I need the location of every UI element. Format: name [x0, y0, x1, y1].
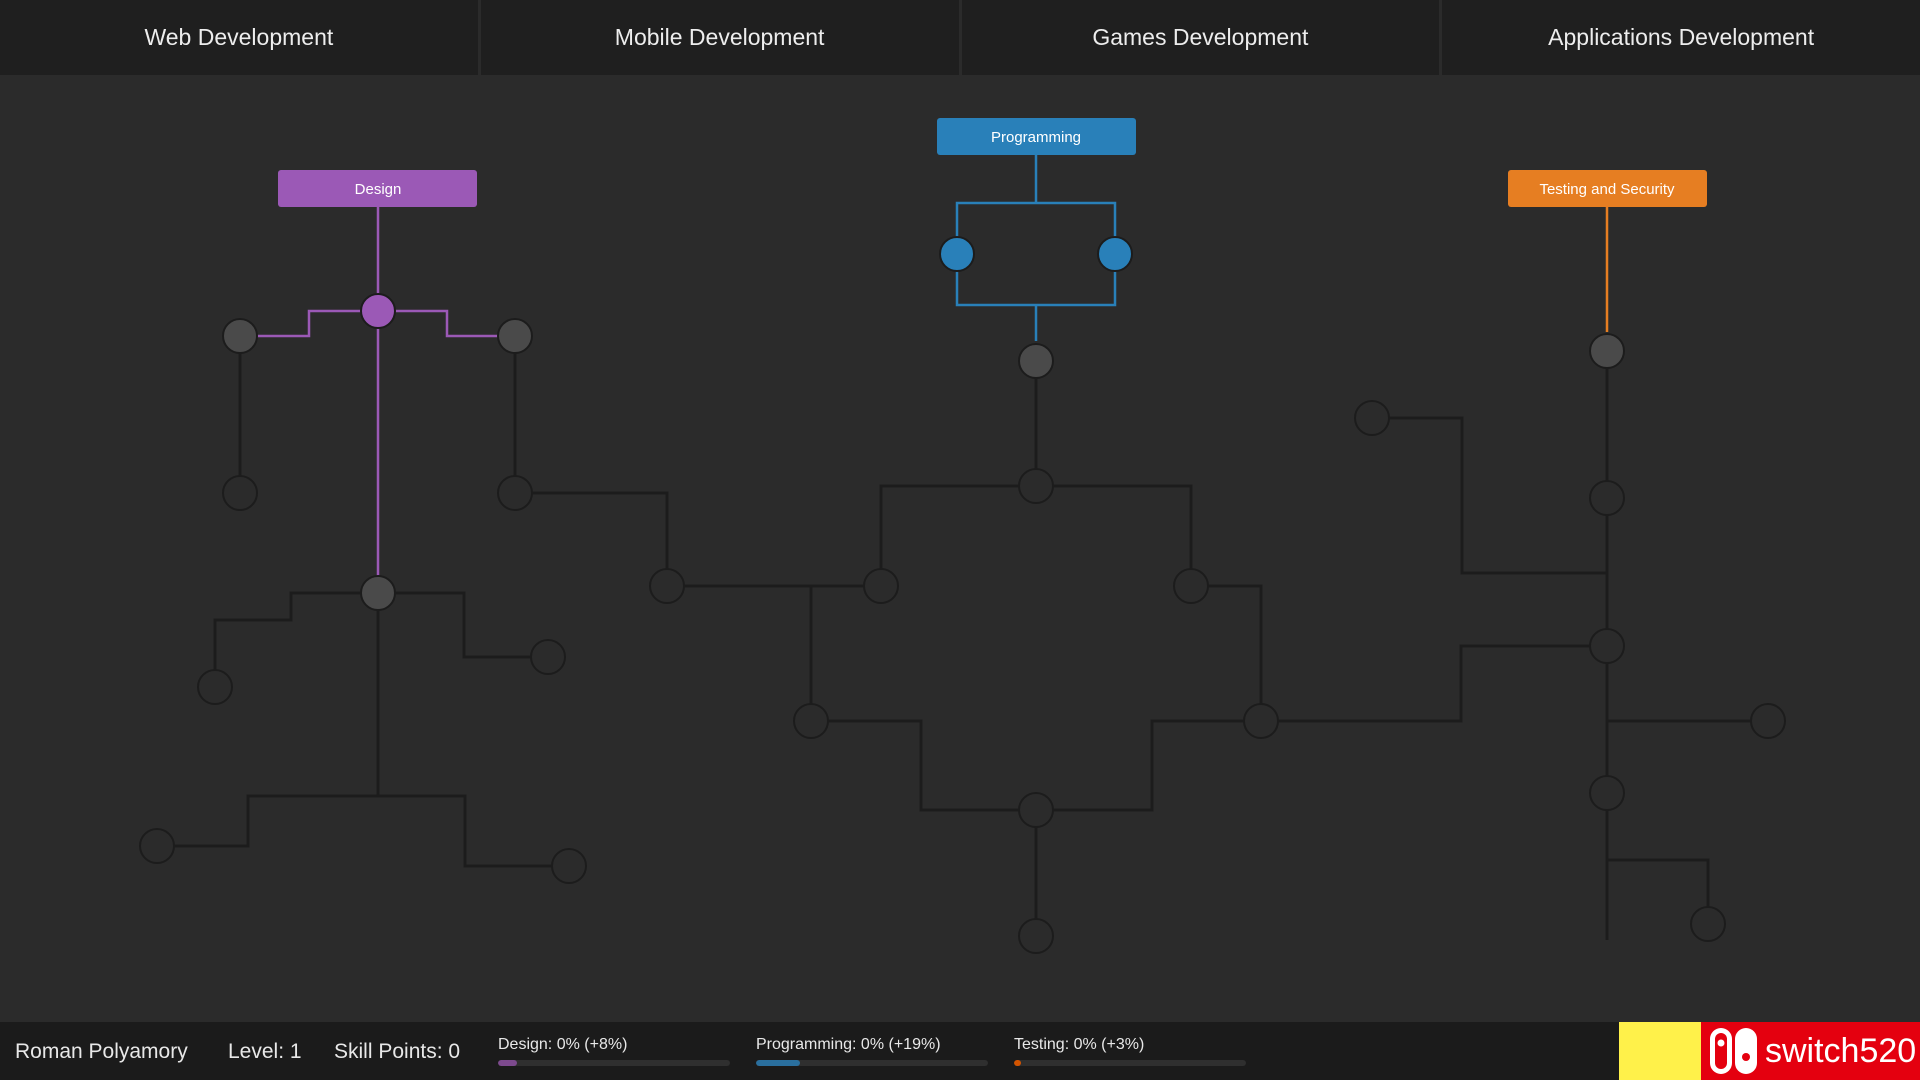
skill-node-locked[interactable] [530, 639, 566, 675]
stat-programming-bar [756, 1060, 988, 1066]
skill-node-available[interactable] [497, 318, 533, 354]
skill-tree-active-connectors [240, 155, 1609, 593]
connector [811, 719, 1036, 812]
watermark-text: switch520 [1765, 1031, 1917, 1070]
skill-node-locked[interactable] [1018, 792, 1054, 828]
skill-node-locked[interactable] [497, 475, 533, 511]
category-programming[interactable]: Programming [937, 118, 1136, 155]
connector [1607, 858, 1710, 924]
skill-node-locked[interactable] [1018, 468, 1054, 504]
skill-nodes [139, 236, 1786, 954]
skill-node-available[interactable] [1589, 333, 1625, 369]
connector [1261, 644, 1607, 723]
connector [213, 591, 378, 687]
skill-node-available[interactable] [222, 318, 258, 354]
watermark-red-block: switch520 [1701, 1022, 1920, 1080]
tab-games-development[interactable]: Games Development [961, 0, 1440, 75]
player-level: Level: 1 [228, 1040, 302, 1063]
skill-tree: Design Programming Testing and Security [139, 118, 1786, 954]
nintendo-switch-icon [1710, 1028, 1757, 1074]
connector [515, 491, 669, 585]
skill-node-unlocked[interactable] [1097, 236, 1133, 272]
tab-applications-development[interactable]: Applications Development [1442, 0, 1920, 75]
connector [157, 794, 378, 848]
skill-node-locked[interactable] [1690, 906, 1726, 942]
stat-design: Design: 0% (+8%) [498, 1036, 730, 1066]
stat-programming-fill [756, 1060, 801, 1066]
skill-node-unlocked[interactable] [939, 236, 975, 272]
player-name: Roman Polyamory [15, 1040, 188, 1063]
stat-testing-label: Testing: 0% (+3%) [1014, 1036, 1145, 1053]
skill-node-locked[interactable] [551, 848, 587, 884]
stat-testing-bar [1014, 1060, 1246, 1066]
skill-tree-connectors [157, 336, 1768, 940]
category-programming-label: Programming [991, 129, 1081, 146]
category-testing-label: Testing and Security [1539, 181, 1675, 198]
connector-active [955, 155, 1117, 307]
skill-node-locked[interactable] [1589, 775, 1625, 811]
category-tabs: Web Development Mobile Development Games… [0, 0, 1920, 75]
category-design[interactable]: Design [278, 170, 477, 207]
connector [1036, 484, 1193, 586]
watermark-yellow-block [1619, 1022, 1701, 1080]
skill-node-locked[interactable] [793, 703, 829, 739]
skill-node-locked[interactable] [1750, 703, 1786, 739]
skill-node-unlocked[interactable] [360, 293, 396, 329]
skill-node-available[interactable] [360, 575, 396, 611]
skill-node-locked[interactable] [222, 475, 258, 511]
skill-points: Skill Points: 0 [334, 1040, 461, 1063]
tab-web-development[interactable]: Web Development [0, 0, 478, 75]
stat-design-label: Design: 0% (+8%) [498, 1036, 628, 1053]
connector [1191, 584, 1263, 721]
skill-node-available[interactable] [1018, 343, 1054, 379]
connector [879, 484, 1036, 586]
stat-testing-fill [1014, 1060, 1021, 1066]
connector [378, 591, 548, 659]
skill-node-locked[interactable] [1589, 628, 1625, 664]
connector [1036, 719, 1261, 812]
stat-programming-label: Programming: 0% (+19%) [756, 1036, 941, 1053]
skill-node-locked[interactable] [649, 568, 685, 604]
status-bar: Roman Polyamory Level: 1 Skill Points: 0… [0, 1022, 1920, 1080]
skill-node-locked[interactable] [1354, 400, 1390, 436]
stat-testing: Testing: 0% (+3%) [1014, 1036, 1246, 1066]
connector [1372, 416, 1607, 575]
skill-node-locked[interactable] [1589, 480, 1625, 516]
stat-design-fill [498, 1060, 517, 1066]
category-testing-and-security[interactable]: Testing and Security [1508, 170, 1707, 207]
skill-node-locked[interactable] [863, 568, 899, 604]
skill-node-locked[interactable] [139, 828, 175, 864]
skill-node-locked[interactable] [1243, 703, 1279, 739]
connector [378, 794, 569, 868]
skill-node-locked[interactable] [1173, 568, 1209, 604]
watermark-logo: switch520 [1619, 1022, 1920, 1080]
stat-design-bar [498, 1060, 730, 1066]
skill-node-locked[interactable] [197, 669, 233, 705]
tab-mobile-development[interactable]: Mobile Development [480, 0, 959, 75]
stat-programming: Programming: 0% (+19%) [756, 1036, 988, 1066]
category-design-label: Design [355, 181, 402, 198]
skill-node-locked[interactable] [1018, 918, 1054, 954]
